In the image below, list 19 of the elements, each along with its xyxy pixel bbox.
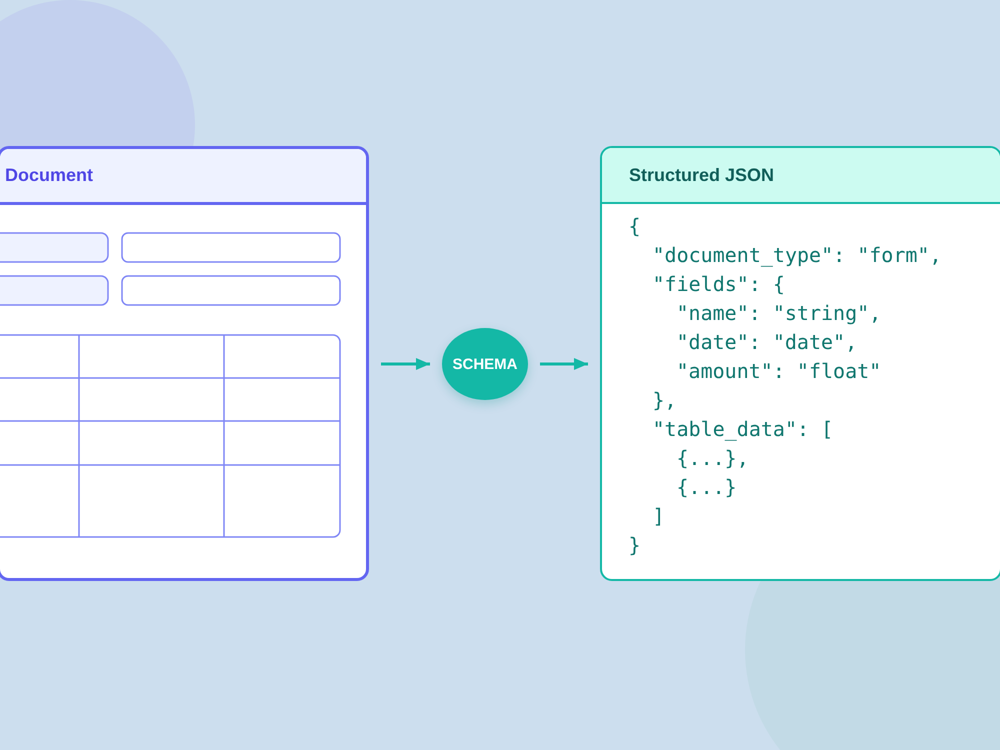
card-title: Document — [5, 165, 94, 186]
node-label: SCHEMA — [452, 356, 518, 372]
arrow — [540, 358, 588, 370]
code-line: "amount": "float" — [676, 358, 882, 385]
code-line: } — [628, 532, 641, 559]
code-line: {...} — [676, 474, 737, 501]
code-line: ] — [652, 503, 665, 530]
code-card — [600, 146, 1000, 581]
code-line: }, — [652, 387, 677, 414]
arrow — [381, 358, 430, 370]
code-line: { — [628, 213, 641, 240]
code-line: {...}, — [676, 445, 749, 472]
code-line: "table_data": [ — [652, 416, 834, 443]
code-line: "date": "date", — [676, 329, 858, 356]
document-card — [0, 146, 369, 581]
code-line: "fields": { — [652, 271, 785, 298]
code-line: "name": "string", — [676, 300, 882, 327]
code-line: "document_type": "form", — [652, 242, 942, 269]
card-title: Structured JSON — [629, 164, 774, 186]
